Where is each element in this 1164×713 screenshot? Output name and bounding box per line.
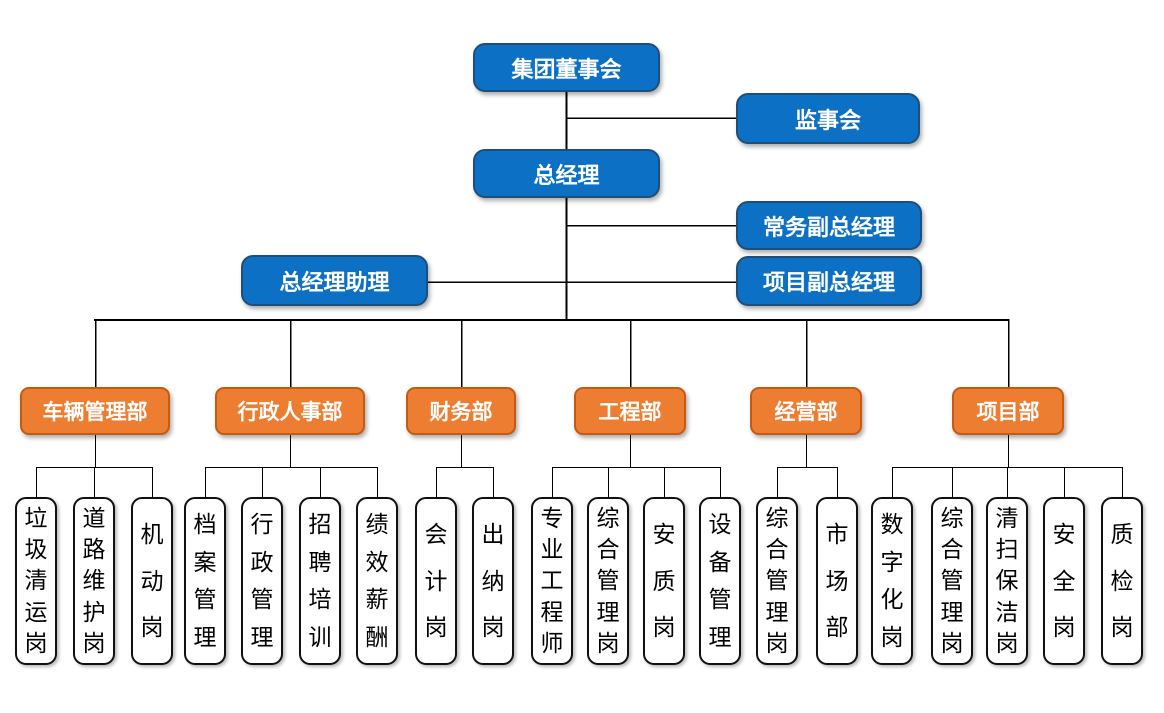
dept-project: 项目部 (952, 387, 1064, 435)
post-box: 安质岗 (643, 497, 685, 665)
node-gm-assistant-label: 总经理助理 (279, 269, 390, 295)
node-executive-deputy-gm-label: 常务副总经理 (762, 214, 895, 240)
node-project-deputy-gm: 项目副总经理 (736, 256, 922, 306)
post-box: 机动岗 (131, 497, 173, 665)
post-box: 综合管理岗 (756, 497, 798, 665)
node-gm-assistant: 总经理助理 (241, 255, 428, 306)
node-supervisory-board: 监事会 (736, 93, 920, 144)
post-box: 市场部 (816, 497, 858, 665)
node-general-manager: 总经理 (473, 149, 660, 198)
post-box: 招聘培训 (299, 497, 341, 665)
post-box: 综合管理岗 (931, 497, 973, 665)
dept-label: 财务部 (429, 401, 493, 424)
dept-label: 经营部 (774, 401, 838, 424)
post-box: 数字化岗 (871, 497, 913, 665)
post-box: 道路维护岗 (73, 497, 115, 665)
dept-admin-hr: 行政人事部 (215, 387, 365, 435)
post-box: 档案管理 (184, 497, 226, 665)
node-general-manager-label: 总经理 (533, 162, 600, 188)
node-supervisory-board-label: 监事会 (794, 107, 861, 133)
dept-operations: 经营部 (750, 387, 862, 435)
post-box: 行政管理 (241, 497, 283, 665)
node-board: 集团董事会 (473, 43, 660, 92)
post-box: 出纳岗 (472, 497, 514, 665)
post-box: 清扫保洁岗 (986, 497, 1028, 665)
node-project-deputy-gm-label: 项目副总经理 (762, 270, 895, 295)
post-box: 专业工程师 (531, 497, 573, 665)
post-box: 综合管理岗 (587, 497, 629, 665)
dept-label: 工程部 (598, 401, 662, 424)
post-box: 设备管理 (699, 497, 741, 665)
dept-vehicle-management: 车辆管理部 (20, 387, 170, 435)
dept-engineering: 工程部 (574, 387, 686, 435)
node-executive-deputy-gm: 常务副总经理 (736, 201, 922, 250)
node-board-label: 集团董事会 (511, 56, 622, 82)
post-box: 绩效薪酬 (356, 497, 398, 665)
post-box: 质检岗 (1101, 497, 1143, 665)
dept-label: 项目部 (976, 401, 1040, 424)
dept-label: 行政人事部 (237, 401, 343, 424)
post-box: 垃圾清运岗 (15, 497, 57, 665)
post-box: 安全岗 (1043, 497, 1085, 665)
dept-label: 车辆管理部 (42, 401, 148, 424)
post-box: 会计岗 (415, 497, 457, 665)
dept-finance: 财务部 (406, 387, 516, 435)
